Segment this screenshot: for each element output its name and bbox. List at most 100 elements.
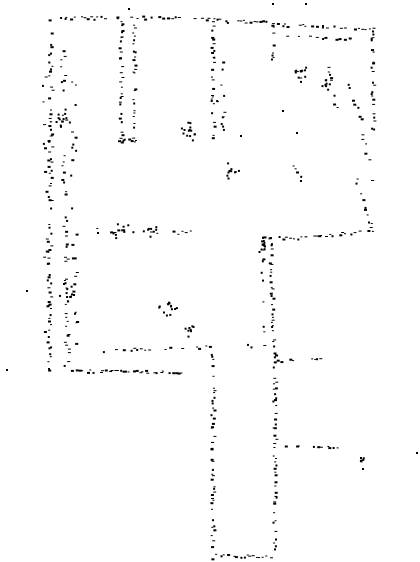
wall-point [352,99,355,102]
wall-point [120,93,123,95]
wall-point [60,66,63,68]
wall-point [119,51,123,53]
wall-point [218,18,222,20]
wall-point [47,301,51,303]
wall-point [212,407,215,409]
wall-point [50,282,53,285]
obstacle-point [112,232,115,235]
wall-point [128,138,132,141]
wall-point [368,159,372,161]
wall-point [261,260,264,263]
wall-point [50,121,53,123]
wall-point [338,38,342,41]
wall-point [273,542,276,544]
wall-point [221,68,224,71]
obstacle-point [187,335,190,338]
obstacle-point [183,129,186,131]
obstacle-point [188,129,191,131]
wall-point [42,84,44,87]
wall-point [325,236,328,237]
wall-point [208,345,212,348]
wall-point [132,116,135,117]
wall-point [365,143,368,145]
wall-point [271,54,274,57]
wall-point [64,75,68,76]
wall-point [371,180,375,181]
wall-point [101,370,104,372]
wall-point [132,71,135,73]
wall-point [211,426,214,429]
wall-point [43,331,47,333]
wall-point [211,52,215,54]
wall-point [311,358,314,360]
obstacle-point [167,303,170,306]
wall-point [271,23,275,25]
wall-point [251,555,255,557]
wall-point [371,127,374,130]
obstacle-point [300,70,302,73]
wall-point [243,556,246,559]
wall-point [211,508,213,510]
wall-point [146,372,150,374]
wall-point [220,123,223,126]
wall-point [130,16,134,18]
wall-point [141,371,144,373]
wall-point [289,237,293,239]
wall-point [116,17,119,20]
wall-point [83,17,87,19]
obstacle-point [227,177,230,180]
wall-point [48,54,51,57]
obstacle-point [294,71,297,74]
obstacle-point [62,118,65,121]
wall-point [133,112,136,114]
wall-point [213,121,216,123]
wall-point [370,223,373,224]
wall-point [50,200,54,201]
wall-point [274,495,278,497]
wall-point [132,59,136,62]
wall-point [62,50,66,53]
wall-point [270,248,274,250]
wall-point [60,17,63,19]
wall-point [319,446,323,448]
obstacle-point [260,248,263,251]
wall-point [354,28,357,31]
wall-point [270,321,273,323]
wall-point [63,341,67,343]
wall-point [47,336,50,338]
obstacle-point [325,82,328,85]
wall-point [62,89,65,92]
wall-point [74,312,77,315]
wall-point [60,59,63,61]
wall-point [275,538,277,541]
wall-point [114,370,117,371]
obstacle-point [73,294,75,296]
wall-point [270,295,273,297]
wall-point [314,358,317,360]
wall-point [63,364,66,367]
wall-point [189,230,192,232]
wall-point [329,73,331,76]
wall-point [272,32,276,34]
wall-point [275,464,278,467]
wall-point [284,23,286,25]
wall-point [50,183,52,184]
wall-point [50,52,52,55]
wall-point [120,96,124,97]
obstacle-point [55,121,58,123]
obstacle-point [184,327,187,330]
wall-point [274,481,277,483]
wall-point [339,27,343,29]
obstacle-point [189,135,192,138]
wall-point [297,35,300,37]
obstacle-point [122,225,125,228]
wall-point [297,76,300,79]
wall-point [273,512,276,514]
wall-point [275,458,277,459]
wall-point [177,17,181,18]
obstacle-point [264,245,266,248]
wall-point [370,93,373,96]
obstacle-point [262,240,265,242]
stray-point [272,3,274,5]
wall-point [353,232,357,234]
